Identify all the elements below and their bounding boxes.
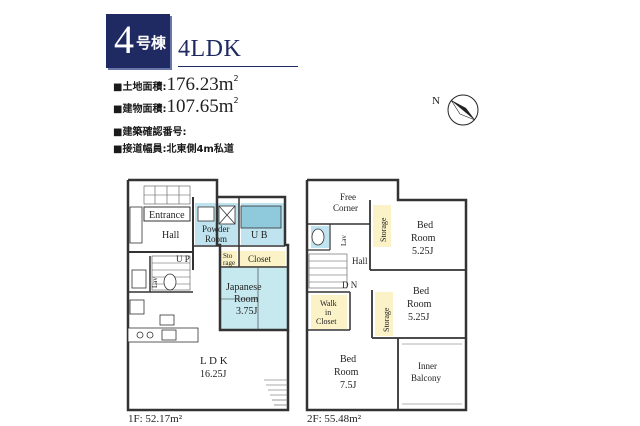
label-walkin-3: Closet — [316, 317, 337, 326]
floor2-area: 2F: 55.48m² — [307, 413, 362, 425]
shoe-storage — [129, 206, 143, 244]
compass-north-label: N — [432, 95, 440, 107]
label-bed1-size: 5.25J — [412, 246, 434, 257]
compass-icon: N — [432, 94, 479, 126]
label-storage-2f-1: Storage — [379, 217, 388, 242]
label-walkin-1: Walk — [320, 299, 337, 308]
label-japanese-size: 3.75J — [236, 306, 258, 317]
building-area-value: 107.65 — [166, 96, 219, 117]
toilet-2f — [311, 228, 325, 246]
label-hall-2f: Hall — [352, 256, 368, 266]
land-area-value: 176.23 — [166, 74, 219, 95]
land-area-unit: m — [218, 74, 234, 95]
building-unit: 号棟 — [136, 34, 167, 52]
label-ldk: L D K — [200, 355, 228, 367]
building-area: ■建物面積:107.65m2 — [113, 96, 239, 117]
label-bed3-2: Room — [334, 367, 359, 378]
stairs-2f — [308, 253, 348, 289]
storage-2f-2 — [375, 292, 393, 336]
layout-type: 4LDK — [178, 36, 242, 62]
label-free-2: Corner — [333, 203, 358, 213]
building-area-unit: m — [218, 96, 234, 117]
label-bed3-size: 7.5J — [340, 380, 357, 391]
label-bed1-2: Room — [411, 233, 436, 244]
label-storage-1: Sto — [223, 252, 233, 260]
closet-1f — [239, 251, 285, 267]
road-width: ■接道幅員:北東側4m私道 — [113, 144, 234, 155]
label-lav-1f: Lav — [151, 277, 159, 288]
label-storage-2f-2: Storage — [382, 307, 391, 332]
storage-1f — [221, 251, 237, 267]
land-area: ■土地面積:176.23m2 — [113, 74, 239, 95]
label-bed2-1: Bed — [413, 286, 429, 297]
label-balcony-2: Balcony — [411, 373, 441, 383]
label-ub: U B — [251, 230, 268, 241]
label-bed2-2: Room — [407, 299, 432, 310]
label-entrance: Entrance — [149, 210, 185, 221]
fridge — [129, 299, 145, 315]
building-number: 4 — [114, 17, 134, 62]
confirmation-number: ■建築確認番号: — [113, 127, 187, 138]
title-divider — [178, 66, 298, 67]
label-bed2-size: 5.25J — [408, 312, 430, 323]
label-dn: D N — [342, 280, 358, 290]
walkin-closet — [311, 295, 347, 329]
toilet-1f — [131, 269, 177, 291]
label-walkin-2: in — [325, 308, 331, 317]
label-bed1-1: Bed — [417, 220, 433, 231]
label-hall-1f: Hall — [162, 230, 179, 241]
label-powder-1: Powder — [202, 224, 230, 234]
label-closet: Closet — [248, 254, 272, 264]
storage-2f-1 — [373, 205, 391, 247]
label-free-1: Free — [340, 192, 356, 202]
kitchen — [127, 314, 199, 343]
floor1-area: 1F: 52.17m² — [128, 413, 183, 425]
land-area-label: ■土地面積: — [113, 82, 167, 93]
floor2-plan: Free Corner Bed Room 5.25J Storage Lav H… — [305, 178, 468, 412]
label-japanese-2: Room — [234, 294, 259, 305]
label-storage-2: rage — [223, 259, 235, 267]
building-area-label: ■建物面積: — [113, 104, 167, 115]
floor1-plan: Entrance Hall U P Powder Room U B Sto ra… — [126, 178, 290, 412]
bathtub — [240, 205, 282, 229]
label-powder-2: Room — [205, 234, 227, 244]
label-ldk-size: 16.25J — [200, 369, 227, 380]
building-badge: 4 号棟 — [106, 14, 170, 68]
label-japanese-1: Japanese — [226, 282, 262, 293]
label-lav-2f: Lav — [340, 235, 348, 246]
label-up: U P — [176, 254, 190, 264]
label-bed3-1: Bed — [340, 354, 356, 365]
label-balcony-1: Inner — [418, 361, 437, 371]
